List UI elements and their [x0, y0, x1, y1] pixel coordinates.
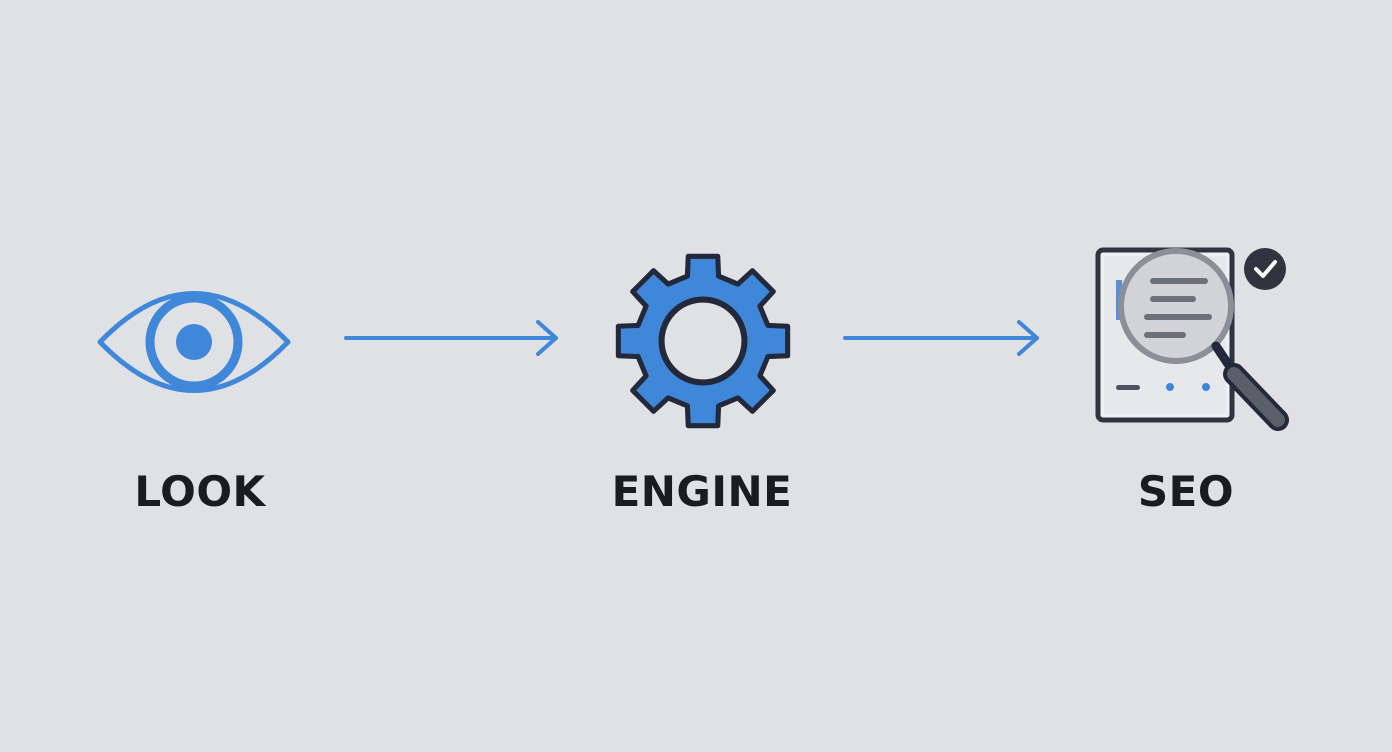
- document-search-icon: [1095, 247, 1289, 431]
- arrow-right-icon: [843, 320, 1039, 356]
- eye-icon: [97, 291, 291, 393]
- step-label-seo: SEO: [1137, 467, 1235, 516]
- gear-icon: [615, 253, 791, 429]
- step-label-engine: ENGINE: [611, 467, 793, 516]
- arrow-right-icon: [344, 320, 558, 356]
- step-label-look: LOOK: [134, 467, 266, 516]
